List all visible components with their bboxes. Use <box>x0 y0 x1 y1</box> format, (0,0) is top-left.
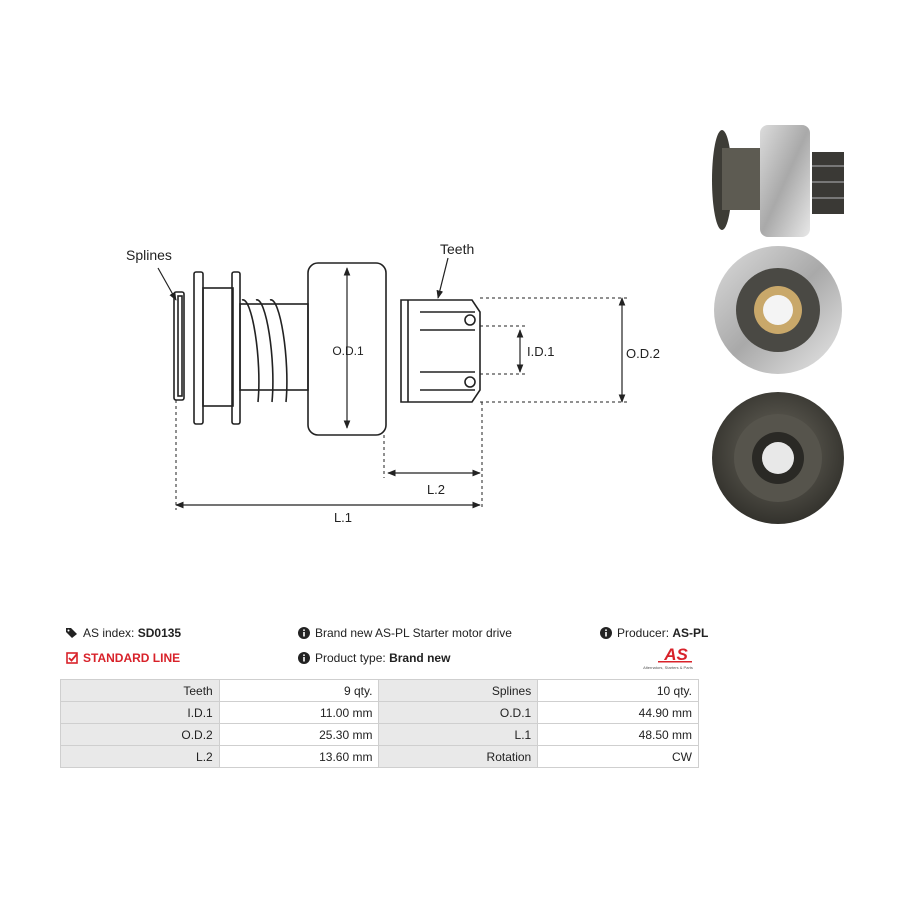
spec-value-cell: 48.50 mm <box>537 723 699 746</box>
producer-label: Producer: <box>617 626 670 640</box>
as-index-value: SD0135 <box>137 626 182 640</box>
starter-drive-diagram: Splines Teeth O.D.1 I.D.1 O.D.2 L.2 L.1 <box>126 241 660 525</box>
label-id1: I.D.1 <box>527 344 554 359</box>
spec-value-cell: 10 qty. <box>537 679 699 702</box>
spec-value-cell: 13.60 mm <box>218 745 380 768</box>
photo-rear-view <box>712 392 844 524</box>
product-photos <box>712 125 844 524</box>
spec-value-cell: 25.30 mm <box>218 723 380 746</box>
spec-key-cell: L.2 <box>60 745 220 768</box>
spec-key-cell: Rotation <box>378 745 539 768</box>
product-type-value: Brand new <box>389 651 451 665</box>
info-icon <box>600 627 612 639</box>
description-text: Brand new AS-PL Starter motor drive <box>315 626 512 640</box>
spec-key-cell: Teeth <box>60 679 220 702</box>
svg-text:AS: AS <box>663 645 688 664</box>
spec-value-cell: 11.00 mm <box>218 701 380 724</box>
svg-text:Alternators, Starters & Parts: Alternators, Starters & Parts <box>643 665 693 670</box>
spec-value-cell: CW <box>537 745 699 768</box>
label-l2: L.2 <box>427 482 445 497</box>
spec-value-cell: 44.90 mm <box>537 701 699 724</box>
spec-key-cell: O.D.2 <box>60 723 220 746</box>
photo-front-view <box>714 246 842 374</box>
label-od2: O.D.2 <box>626 346 660 361</box>
product-type-row: Product type: Brand new <box>298 651 450 665</box>
spec-key-cell: Splines <box>378 679 539 702</box>
info-icon <box>298 652 310 664</box>
spec-value-cell: 9 qty. <box>218 679 380 702</box>
tags-icon <box>66 628 77 638</box>
label-od1: O.D.1 <box>332 344 364 358</box>
description-row: Brand new AS-PL Starter motor drive <box>298 626 512 640</box>
product-type-label: Product type: <box>315 651 386 665</box>
spec-key-cell: L.1 <box>378 723 539 746</box>
photo-side-view <box>712 125 844 237</box>
spec-key-cell: I.D.1 <box>60 701 220 724</box>
spec-key-cell: O.D.1 <box>378 701 539 724</box>
standard-line-label: STANDARD LINE <box>83 651 181 665</box>
producer-value: AS-PL <box>672 626 709 640</box>
as-index-label: AS index: <box>83 626 135 640</box>
as-pl-logo: AS Alternators, Starters & Parts <box>643 645 693 670</box>
as-index-row: AS index: SD0135 <box>66 626 181 640</box>
label-splines: Splines <box>126 247 172 263</box>
standard-line-row: STANDARD LINE <box>66 651 180 665</box>
label-l1: L.1 <box>334 510 352 525</box>
label-teeth: Teeth <box>440 241 474 257</box>
info-icon <box>298 627 310 639</box>
producer-row: Producer: AS-PL <box>600 626 708 640</box>
checkbox-checked-icon <box>66 652 78 664</box>
